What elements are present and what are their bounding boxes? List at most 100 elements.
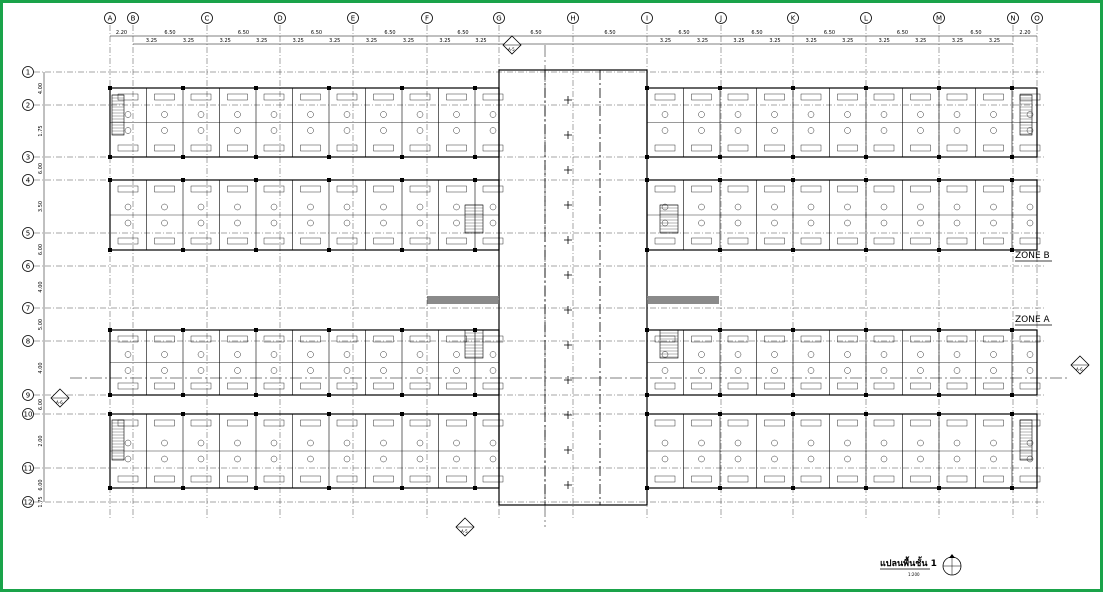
grid-column-bubble: E xyxy=(347,12,359,24)
dimension-minor: 3.25 xyxy=(329,38,340,44)
grid-row-bubble: 7 xyxy=(22,302,34,314)
dimension-vertical: 6.00 xyxy=(38,479,44,490)
dimension-major: 2.20 xyxy=(116,30,127,36)
end-stair xyxy=(111,419,125,461)
building-wing xyxy=(108,328,504,397)
grid-column-bubble: O xyxy=(1031,12,1043,24)
grid-column-label: O xyxy=(1034,15,1040,23)
dimension-minor: 3.25 xyxy=(439,38,450,44)
dimension-major: 6.50 xyxy=(751,30,762,36)
dimension-minor: 3.25 xyxy=(293,38,304,44)
dimension-vertical: 3.50 xyxy=(38,201,44,212)
dimension-major: 6.50 xyxy=(678,30,689,36)
grid-row-bubble: 3 xyxy=(22,151,34,163)
drawing-title: แปลนพื้นชั้น 1 xyxy=(880,556,937,569)
grid-row-bubble: 6 xyxy=(22,260,34,272)
grid-row-bubble: 11 xyxy=(22,462,34,474)
grid-column-bubble: F xyxy=(421,12,433,24)
dimension-minor: 3.25 xyxy=(952,38,963,44)
dimension-vertical: 4.00 xyxy=(38,83,44,94)
dimension-major: 6.50 xyxy=(604,30,615,36)
grid-row-bubble: 4 xyxy=(22,174,34,186)
section-marker-top: A-5 xyxy=(502,35,522,55)
dimension-major: 6.50 xyxy=(238,30,249,36)
stair xyxy=(464,204,484,234)
grid-row-label: 11 xyxy=(24,465,33,473)
dimension-minor: 3.25 xyxy=(879,38,890,44)
dimension-minor: 3.25 xyxy=(915,38,926,44)
dimension-minor: 3.25 xyxy=(183,38,194,44)
dimension-major: 6.50 xyxy=(384,30,395,36)
section-marker-bottom: A-5 xyxy=(455,517,475,537)
dimension-vertical: 6.00 xyxy=(38,399,44,410)
grid-column-bubble: K xyxy=(787,12,799,24)
grid-row-label: 2 xyxy=(26,102,30,110)
grid-column-label: I xyxy=(646,15,648,23)
dimension-minor: 3.25 xyxy=(403,38,414,44)
grid-column-bubble: L xyxy=(860,12,872,24)
end-stair xyxy=(111,94,125,136)
drawing-scale: 1:200 xyxy=(908,572,920,577)
dimension-major: 6.50 xyxy=(970,30,981,36)
grid-column-bubble: I xyxy=(641,12,653,24)
grid-column-label: B xyxy=(131,15,136,23)
dimension-vertical: 4.00 xyxy=(38,362,44,373)
dimension-vertical: 1.75 xyxy=(38,496,44,507)
dimension-major: 6.50 xyxy=(824,30,835,36)
zone-b-text: ZONE B xyxy=(1015,251,1050,261)
grid-column-bubble: A xyxy=(104,12,116,24)
grid-row-label: 12 xyxy=(24,499,33,507)
grid-row-bubble: 9 xyxy=(22,389,34,401)
dimension-minor: 3.25 xyxy=(733,38,744,44)
grid-row-bubble: 2 xyxy=(22,99,34,111)
dimension-major: 6.50 xyxy=(530,30,541,36)
grid-row-bubble: 1 xyxy=(22,66,34,78)
dimension-minor: 3.25 xyxy=(769,38,780,44)
grid-column-bubble: D xyxy=(274,12,286,24)
building-wing xyxy=(645,412,1041,490)
dimension-minor: 3.25 xyxy=(697,38,708,44)
building-wing xyxy=(108,178,504,252)
grid-column-label: E xyxy=(351,15,355,23)
svg-text:A-5: A-5 xyxy=(461,529,468,534)
end-stair xyxy=(1019,419,1033,461)
section-marker-left: A-6 xyxy=(50,388,70,408)
grid-column-bubble: C xyxy=(201,12,213,24)
grid-column-label: K xyxy=(791,15,796,23)
grid-column-label: M xyxy=(936,15,942,23)
svg-text:A-6: A-6 xyxy=(1076,367,1083,372)
grid-row-label: 5 xyxy=(26,230,30,238)
grid-column-bubble: B xyxy=(127,12,139,24)
plan-structure xyxy=(70,45,1070,527)
dimension-major: 6.50 xyxy=(311,30,322,36)
svg-text:A-6: A-6 xyxy=(56,400,63,405)
dimension-vertical: 6.00 xyxy=(38,244,44,255)
dimension-minor: 3.25 xyxy=(366,38,377,44)
dimension-vertical: 4.00 xyxy=(38,281,44,292)
grid-column-bubble: M xyxy=(933,12,945,24)
dimension-vertical: 1.75 xyxy=(38,125,44,136)
dimension-major: 6.50 xyxy=(897,30,908,36)
building-wing xyxy=(645,86,1041,159)
grid-row-label: 10 xyxy=(24,411,33,419)
grid-column-label: F xyxy=(425,15,429,23)
grid-column-bubble: G xyxy=(493,12,505,24)
building-wing xyxy=(645,178,1041,252)
stair xyxy=(659,329,679,359)
grid-row-label: 6 xyxy=(26,263,31,271)
north-arrow-icon xyxy=(942,554,962,576)
dimension-vertical: 2.00 xyxy=(38,435,44,446)
dimension-vertical: 6.00 xyxy=(38,163,44,174)
dimension-major: 6.50 xyxy=(164,30,175,36)
building-wing xyxy=(108,86,504,159)
dimension-minor: 3.25 xyxy=(475,38,486,44)
grid-column-label: D xyxy=(277,15,282,23)
building-wing xyxy=(645,328,1041,397)
gridlines xyxy=(34,25,1045,520)
end-stair xyxy=(1019,94,1033,136)
grid-row-bubble: 8 xyxy=(22,335,34,347)
grid-row-bubble: 12 xyxy=(22,496,34,508)
building-wing xyxy=(108,412,504,490)
